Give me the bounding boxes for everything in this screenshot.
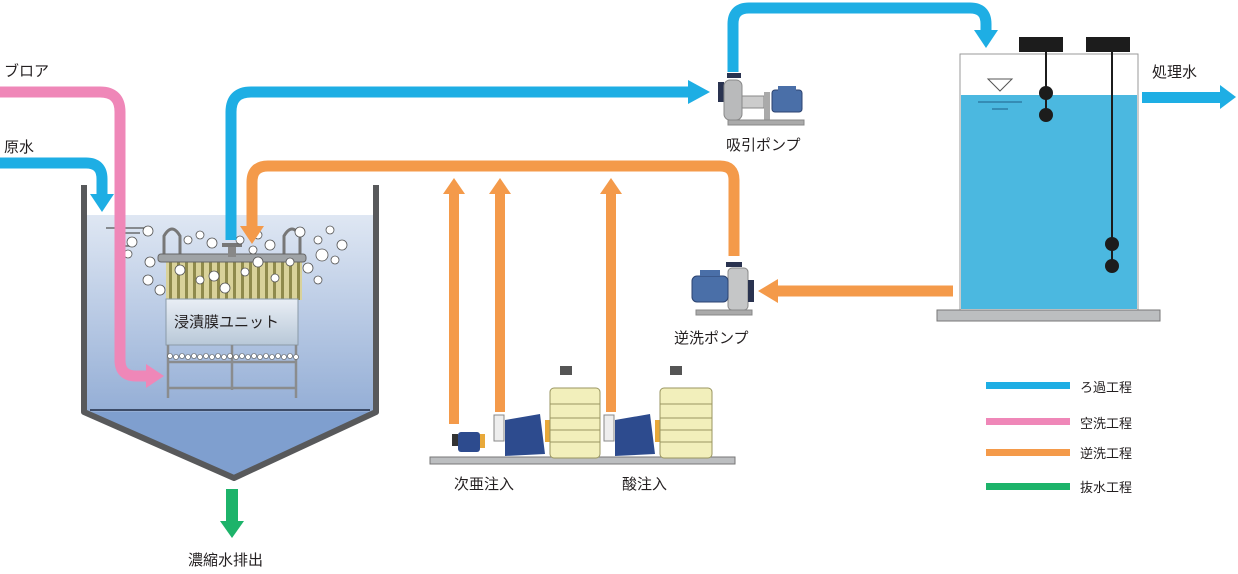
bubble [325,225,335,235]
bubble [206,237,218,249]
legend-label-drain: 抜水工程 [1080,481,1133,496]
bubble [219,282,231,294]
diffuser-bubble [269,354,275,360]
air-wash-line [0,86,164,388]
bubble [248,245,258,255]
diffuser-bubble [257,354,263,360]
hypochlorite-tank-icon [549,366,601,459]
legend-label-air-wash: 空洗工程 [1080,417,1133,432]
membrane-unit [157,227,307,398]
diffuser-bubble [287,353,293,359]
diffuser-bubble [263,353,269,359]
legend [986,382,1070,490]
suction-pump-label: 吸引ポンプ [726,136,801,154]
diffuser-bubble [179,353,185,359]
treated-water-label: 処理水 [1152,63,1198,81]
bubble [142,225,154,237]
hypochlorite-pump-icon [493,414,550,456]
membrane-unit-label: 浸漬膜ユニット [174,313,280,331]
diffuser-bubble [209,354,215,360]
bubble [142,274,154,286]
backwash-pump-icon [691,262,754,316]
backwash-line [240,160,953,424]
diffuser-bubble [227,353,233,359]
bubble [174,264,186,276]
legend-label-backwash: 逆洗工程 [1080,447,1133,462]
treated-water-arrow [1142,85,1236,109]
legend-swatch-drain [986,483,1070,490]
suction-pump-icon [718,73,805,126]
diffuser-bubble [245,354,251,360]
diffuser-bubble [275,353,281,359]
diffuser-bubble [281,354,287,360]
diffuser-bubble [239,353,245,359]
chemical-dosing-station [429,366,736,465]
bubble [294,226,306,238]
bubble [285,257,295,267]
diffuser-bubble [191,353,197,359]
legend-swatch-backwash [986,449,1070,456]
blower-label: ブロア [4,62,50,80]
bubble [183,235,193,245]
bubble [195,230,205,240]
concentrate-discharge-label: 濃縮水排出 [188,551,264,569]
bubble [330,255,340,265]
bubble [264,239,276,251]
diffuser-bubble [185,354,191,360]
bubble [144,256,156,268]
treated-water-tank [936,37,1161,322]
diffuser-bubble [215,353,221,359]
diffuser-bubble [293,354,299,360]
bubble [302,262,314,274]
bubble [195,275,205,285]
diffuser-bubble [167,353,173,359]
bubble [313,275,323,285]
bubble [235,235,245,245]
membrane-basin [81,185,379,481]
transfer-line [727,2,998,72]
filtration-line [225,80,710,240]
diffuser-bubble [203,353,209,359]
diffuser-bubble [173,354,179,360]
acid-injection-label: 酸注入 [622,475,668,493]
raw-water-line [0,157,114,212]
hypochlorite-injection-label: 次亜注入 [454,475,515,493]
legend-label-filtration: ろ過工程 [1080,381,1133,396]
diffuser-bubble [251,353,257,359]
bubble [315,248,329,262]
legend-swatch-air-wash [986,418,1070,425]
backwash-pump-label: 逆洗ポンプ [674,329,749,347]
legend-swatch-filtration [986,382,1070,389]
bubble [252,256,264,268]
bubble [336,239,348,251]
diffuser-bubble [233,354,239,360]
air-bubbles [123,225,348,360]
bubble [270,273,280,283]
bubble [208,270,220,282]
hypochlorite-pump-small-icon [452,432,485,452]
bubble [126,236,138,248]
bubble [313,235,323,245]
bubble [240,267,250,277]
bubble [154,284,166,296]
drain-arrow [220,489,244,538]
diffuser-bubble [221,354,227,360]
raw-water-label: 原水 [4,138,35,156]
acid-pump-icon [603,414,660,456]
acid-tank-icon [659,366,713,459]
diffuser-bubble [197,354,203,360]
